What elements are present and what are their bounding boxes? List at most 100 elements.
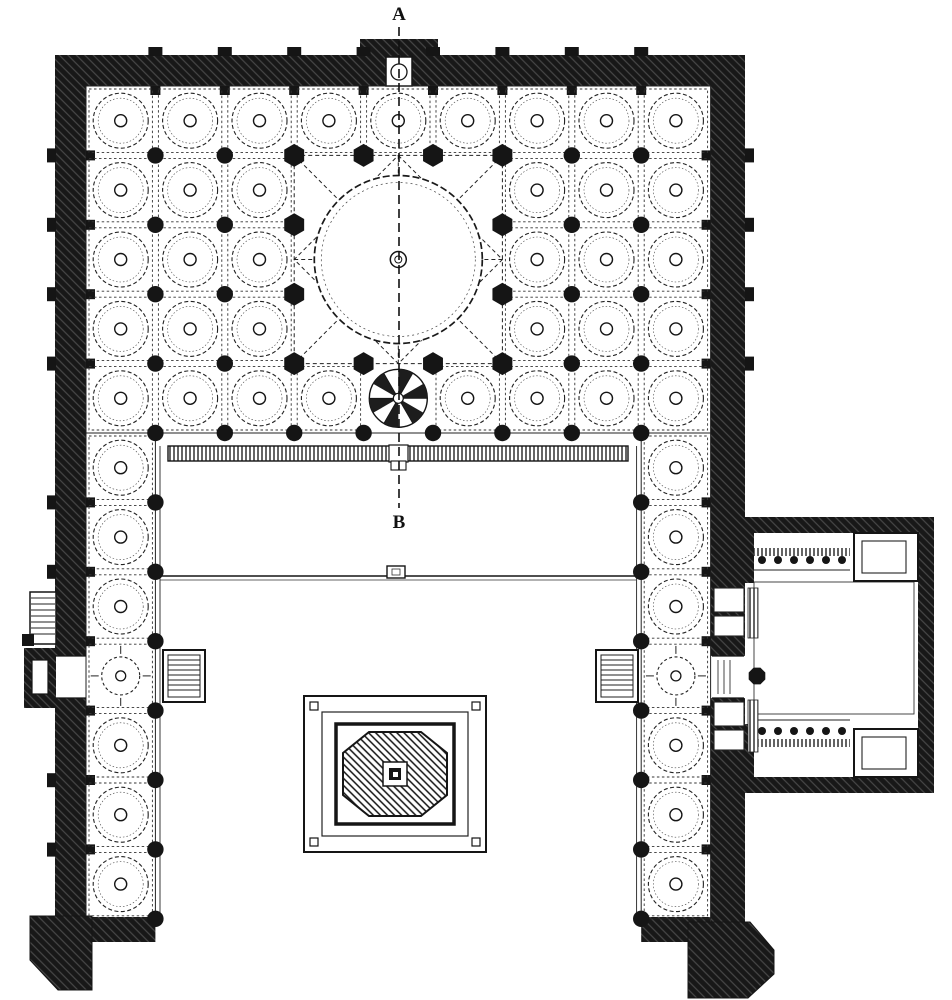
annex-room-se-inner xyxy=(861,736,907,770)
hex-dome-pier xyxy=(284,143,305,167)
terrace-notch xyxy=(386,565,406,579)
ribbed-dome-sector xyxy=(369,398,399,413)
bay-boss xyxy=(252,113,267,128)
bay-dome-circle xyxy=(92,439,149,496)
wall-stub xyxy=(86,775,95,785)
wall-stub xyxy=(86,844,95,855)
wall-stub xyxy=(86,289,95,300)
bay-dome-inner xyxy=(236,306,283,352)
wall-stub xyxy=(289,86,300,95)
column-pier xyxy=(147,702,164,719)
left-wall-pilaster xyxy=(47,356,56,371)
dome-bay xyxy=(574,366,639,431)
bay-dome-circle xyxy=(647,162,704,219)
bay-outline xyxy=(88,227,153,292)
bay-outline xyxy=(643,88,709,153)
column-pier xyxy=(633,355,650,372)
column-pier xyxy=(147,841,164,858)
west-stair-block xyxy=(29,591,57,645)
dome-bay xyxy=(88,227,153,292)
bay-outline xyxy=(643,435,709,500)
hex-dome-pier xyxy=(423,352,443,376)
column-pier xyxy=(563,424,580,442)
column-pier xyxy=(147,147,164,164)
courtyard xyxy=(160,444,639,703)
dome-bay xyxy=(435,366,500,431)
bay-outline xyxy=(88,713,153,778)
fountain-corner-mark xyxy=(309,837,319,847)
bay-boss xyxy=(599,322,614,336)
bay-boss xyxy=(113,877,128,891)
section-label-a: A xyxy=(392,4,406,25)
column-pier xyxy=(633,424,650,442)
dome-bay xyxy=(574,157,639,223)
entrance-bay xyxy=(643,643,709,709)
bay-outline xyxy=(88,782,153,847)
bay-outline xyxy=(88,574,153,639)
bay-outline xyxy=(643,713,709,778)
junction-room xyxy=(713,615,745,637)
column-pier xyxy=(633,286,650,303)
dome-bay xyxy=(227,157,292,223)
bay-dome-inner xyxy=(97,375,144,422)
ribbed-dome-sector xyxy=(398,383,428,399)
column-pier xyxy=(633,147,650,164)
bay-outline xyxy=(88,504,153,570)
column-pier xyxy=(147,216,164,233)
annex-portico-column xyxy=(774,556,782,564)
annex-south-wall xyxy=(744,777,934,793)
junction-passage xyxy=(747,699,759,753)
left-wall xyxy=(55,86,86,942)
corner-buttresses xyxy=(29,915,775,999)
column-pier xyxy=(216,286,233,303)
bay-boss xyxy=(670,670,682,682)
fountain-corner-mark xyxy=(471,701,481,711)
bay-boss xyxy=(530,183,544,197)
annex-portico-column xyxy=(758,556,766,564)
bay-dome-inner xyxy=(583,306,630,352)
wall-stub xyxy=(701,289,711,300)
bay-outline xyxy=(643,851,709,917)
column-pier xyxy=(355,424,372,442)
column-pier xyxy=(147,771,164,789)
bay-outline xyxy=(574,296,639,362)
bay-dome-circle xyxy=(578,92,635,149)
dome-bay xyxy=(227,227,292,292)
bay-dome-circle xyxy=(647,856,704,913)
bay-dome-inner xyxy=(167,375,213,422)
bay-dome-inner xyxy=(306,97,352,144)
bay-boss xyxy=(322,391,336,405)
bay-outline xyxy=(574,366,639,431)
prayer-hall-bays xyxy=(88,88,709,917)
left-wall-pilaster xyxy=(47,564,56,579)
annex-east-wall xyxy=(918,517,934,793)
wall-stub xyxy=(701,775,711,785)
wall-stub xyxy=(86,150,95,161)
bay-dome-circle xyxy=(578,231,635,288)
bay-outline xyxy=(643,227,709,292)
hex-dome-pier xyxy=(492,143,513,167)
wall-stub xyxy=(497,86,508,95)
wall-stub xyxy=(86,636,95,647)
bay-outline xyxy=(435,366,500,431)
right-wall-pilaster xyxy=(745,148,754,163)
bay-boss xyxy=(113,461,128,475)
bay-boss xyxy=(113,113,128,128)
southeast-buttress xyxy=(687,921,775,999)
bay-outline xyxy=(643,504,709,570)
column-pier xyxy=(563,147,580,164)
dome-bay xyxy=(504,366,570,431)
dome-bay xyxy=(227,296,292,362)
annex-portico-column xyxy=(758,727,766,735)
dome-bay xyxy=(88,435,153,500)
bay-dome-inner xyxy=(236,167,283,213)
top-wall-pilaster xyxy=(634,47,649,56)
bay-dome-inner xyxy=(653,97,699,144)
bay-outline xyxy=(157,366,223,431)
dome-bay xyxy=(643,435,709,500)
wall-stub xyxy=(219,86,230,95)
bay-dome-inner xyxy=(306,375,352,422)
annex-portico-column xyxy=(790,556,798,564)
bay-boss xyxy=(252,252,267,267)
dome-bay xyxy=(157,366,223,431)
